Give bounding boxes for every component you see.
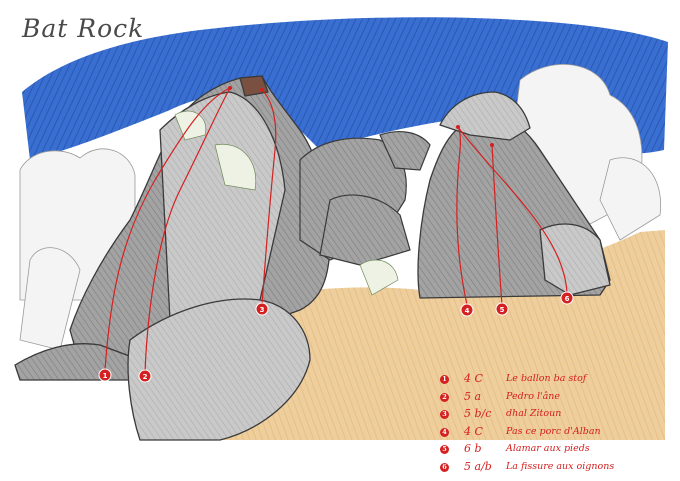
legend-row: 4 4 C Pas ce porc d'Alban — [440, 424, 665, 442]
legend-route-name: Pas ce porc d'Alban — [506, 425, 601, 437]
legend-grade: 6 b — [464, 442, 482, 455]
middle-rocks — [299, 131, 431, 266]
route-marker-label-5: 5 — [500, 306, 505, 314]
route-line-6 — [457, 126, 568, 294]
legend-grade: 5 a/b — [464, 459, 492, 473]
route-marker-6 — [560, 291, 574, 305]
route-lines — [104, 87, 568, 373]
route-markers — [98, 291, 574, 383]
route-line-1 — [104, 87, 231, 371]
route-anchors — [228, 86, 494, 147]
legend-route-name: Pedro l'âne — [506, 390, 561, 402]
legend-number: 1 — [440, 375, 449, 384]
legend-grade: 4 C — [464, 424, 483, 438]
legend-route-name: Alamar aux pieds — [506, 443, 590, 454]
legend-row: 3 5 b/c dhal Zitoun — [440, 406, 665, 424]
legend-route-name: dhal Zitoun — [506, 408, 562, 419]
route-marker-3 — [255, 302, 269, 316]
right-rock — [417, 91, 611, 299]
legend-number: 3 — [440, 410, 449, 419]
route-line-5 — [491, 144, 503, 306]
route-marker-1 — [98, 368, 112, 382]
route-marker-4 — [460, 303, 474, 317]
legend-row: 5 6 b Alamar aux pieds — [440, 441, 665, 459]
legend-row: 2 5 a Pedro l'âne — [440, 389, 665, 407]
route-marker-label-1: 1 — [103, 372, 108, 380]
left-rock — [14, 75, 331, 441]
legend-row: 1 4 C Le ballon ba stoƒ — [440, 371, 665, 389]
legend-number: 4 — [440, 427, 449, 437]
route-marker-label-4: 4 — [465, 307, 470, 315]
route-marker-2 — [138, 369, 152, 383]
legend-number: 6 — [440, 462, 449, 472]
legend-route-name: Le ballon ba stoƒ — [506, 373, 587, 384]
legend-route-name: La fissure aux oignons — [506, 460, 615, 472]
legend-grade: 5 b/c — [464, 407, 492, 420]
route-marker-numbers: 1 2 3 4 5 6 — [103, 295, 570, 381]
route-line-3 — [261, 89, 277, 306]
legend-grade: 5 a — [464, 389, 482, 403]
legend-grade: 4 C — [464, 372, 483, 385]
route-marker-label-6: 6 — [565, 295, 570, 303]
route-legend: 1 4 C Le ballon ba stoƒ 2 5 a Pedro l'ân… — [440, 371, 665, 476]
route-line-4 — [456, 126, 468, 306]
legend-row: 6 5 a/b La fissure aux oignons — [440, 459, 665, 477]
route-marker-5 — [495, 302, 509, 316]
route-marker-label-2: 2 — [143, 373, 148, 381]
topo-title: Bat Rock — [22, 14, 145, 43]
legend-number: 5 — [440, 445, 449, 454]
route-marker-label-3: 3 — [260, 306, 265, 314]
route-line-2 — [144, 87, 231, 373]
legend-number: 2 — [440, 392, 449, 402]
